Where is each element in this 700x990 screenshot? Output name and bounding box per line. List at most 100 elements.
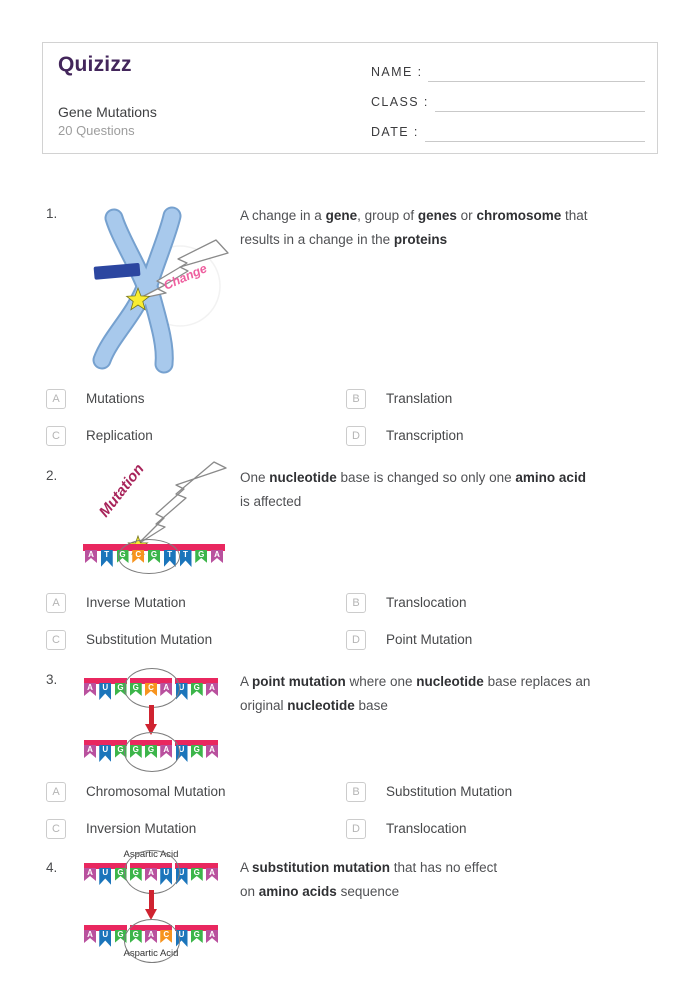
question-text: A point mutation where one nucleotide ba… [240,674,591,713]
nucleotide-U: U [175,745,188,762]
nucleotide-G: G [190,868,203,881]
question-number: 3. [46,672,58,687]
option-checkbox-D[interactable]: D [346,629,366,650]
name-field-row: NAME : [371,52,645,82]
nucleotide-G: G [114,683,127,696]
date-field-row: DATE : [371,112,645,142]
question-text: A change in a gene, group of genes or ch… [240,208,588,247]
option-label: Translocation [386,821,467,836]
student-fields: NAME : CLASS : DATE : [371,52,645,142]
option-C: C Inversion Mutation [46,818,346,839]
dna-strand-bar [83,544,225,551]
option-checkbox-C[interactable]: C [46,629,66,650]
nucleotide-A: A [206,868,218,881]
nucleotide-T: T [100,550,113,567]
chromosome-mutation-illustration: Change [58,198,240,378]
nucleotide-G: G [190,745,203,758]
option-checkbox-C[interactable]: C [46,425,66,446]
down-arrow-icon [145,705,157,735]
nucleotide-U: U [99,868,112,885]
nucleotide-G: G [116,550,129,563]
starburst-icon [125,286,151,311]
nucleotide-G: G [129,683,142,696]
option-checkbox-A[interactable]: A [46,592,66,613]
lightning-bolt-icon [137,239,229,300]
nucleotide-T: T [163,550,176,567]
option-label: Substitution Mutation [86,632,213,647]
nucleotide-U: U [99,683,112,700]
header-box: Quizizz Gene Mutations 20 Questions NAME… [42,42,658,154]
option-checkbox-B[interactable]: B [346,388,366,409]
option-label: Inversion Mutation [86,821,197,836]
class-input-line[interactable] [434,89,645,112]
option-checkbox-D[interactable]: D [346,818,366,839]
option-checkbox-A[interactable]: A [46,388,66,409]
quizizz-logo: Quizizz [58,53,132,76]
option-checkbox-C[interactable]: C [46,818,66,839]
worksheet-title: Gene Mutations [58,104,157,120]
nucleotide-G: G [145,745,157,758]
option-checkbox-B[interactable]: B [346,781,366,802]
option-checkbox-D[interactable]: D [346,425,366,446]
question-number: 2. [46,468,58,483]
dna-strand-bar [84,740,219,746]
nucleotide-A: A [211,550,223,563]
nucleotide-G: G [195,550,208,563]
nucleotide-A: A [206,745,218,758]
date-input-line[interactable] [424,119,645,142]
question-text: A substitution mutation that has no effe… [240,860,498,899]
name-input-line[interactable] [428,59,645,82]
option-A: A Chromosomal Mutation [46,781,346,802]
option-label: Chromosomal Mutation [86,784,226,799]
down-arrow-icon [145,890,157,920]
nucleotide-A: A [160,745,173,758]
amino-acid-label: Aspartic Acid [123,948,179,959]
option-checkbox-B[interactable]: B [346,592,366,613]
nucleotide-A: A [206,930,218,943]
dna-strand-bar [84,863,219,869]
question-number: 1. [46,206,58,221]
option-checkbox-A[interactable]: A [46,781,66,802]
nucleotide-G: G [129,930,142,943]
nucleotide-U: U [175,868,188,885]
nucleotide-A: A [85,550,97,563]
nucleotide-U: U [99,930,112,947]
option-label: Replication [86,428,153,443]
nucleotide-A: A [160,683,173,696]
nucleotide-U: U [175,683,188,700]
nucleotide-C: C [145,683,157,696]
option-label: Translocation [386,595,467,610]
option-D: D Transcription [346,425,658,446]
dna-strand-bar [84,925,219,931]
nucleotide-C: C [132,550,145,563]
nucleotide-T: T [179,550,192,567]
nucleotide-A: A [84,683,96,696]
option-label: Transcription [386,428,464,443]
nucleotide-G: G [129,868,142,881]
nucleotide-G: G [190,930,203,943]
question-number: 4. [46,860,58,875]
amino-acid-label: Aspartic Acid [123,849,179,860]
nucleotide-A: A [145,930,157,943]
option-label: Inverse Mutation [86,595,186,610]
nucleotide-U: U [99,745,112,762]
option-D: D Translocation [346,818,658,839]
option-C: C Substitution Mutation [46,629,346,650]
nucleotide-A: A [84,745,96,758]
option-label: Mutations [86,391,145,406]
nucleotide-C: C [160,930,173,943]
nucleotide-G: G [114,868,127,881]
option-B: B Translocation [346,592,658,613]
nucleotide-G: G [148,550,160,563]
